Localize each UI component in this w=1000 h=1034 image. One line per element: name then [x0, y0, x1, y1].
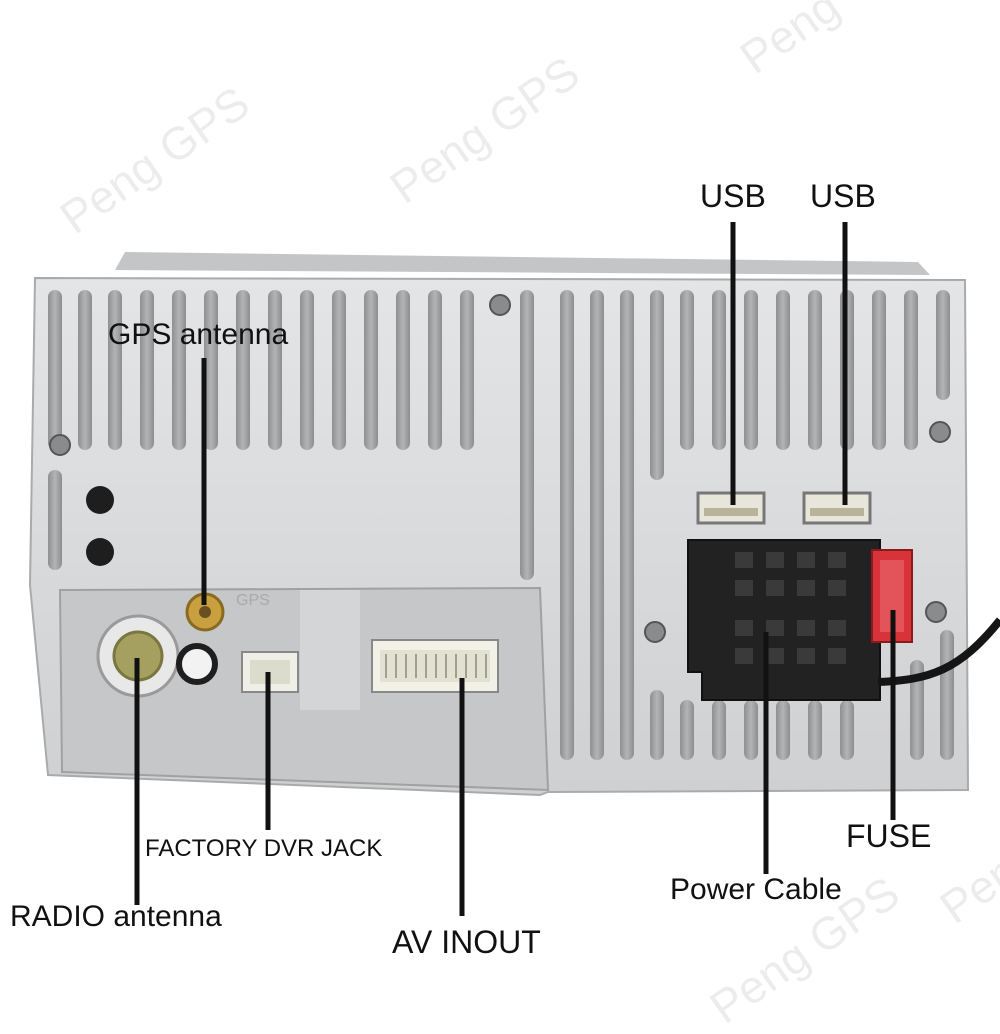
usb-label-1: USB [700, 178, 766, 214]
power-cable-label: Power Cable [670, 873, 842, 906]
gps-antenna-label: GPS antenna [108, 318, 289, 351]
factory-dvr-jack-label: FACTORY DVR JACK [145, 835, 383, 862]
leader-lines [134, 222, 896, 916]
power-connector-pins [735, 552, 846, 664]
side-slots-left [48, 470, 62, 570]
aux-round-jack [176, 643, 218, 685]
gps-panel-marking: GPS [236, 592, 270, 609]
radio-antenna-label: RADIO antenna [10, 900, 222, 933]
av-inout-pins [385, 654, 487, 678]
diagram-stage: Peng GPS Peng GPS Peng GPS Peng GPS Peng… [10, 0, 1000, 1033]
usb-label-2: USB [810, 178, 876, 214]
av-inout-label: AV INOUT [392, 924, 541, 960]
panel-inset [300, 590, 360, 710]
mount-hole [86, 486, 114, 514]
vent-fins-left [48, 290, 534, 580]
head-unit-rear-view [28, 222, 1000, 916]
fuse-label: FUSE [846, 818, 932, 854]
mount-hole [86, 538, 114, 566]
housing-top-edge [115, 252, 930, 275]
